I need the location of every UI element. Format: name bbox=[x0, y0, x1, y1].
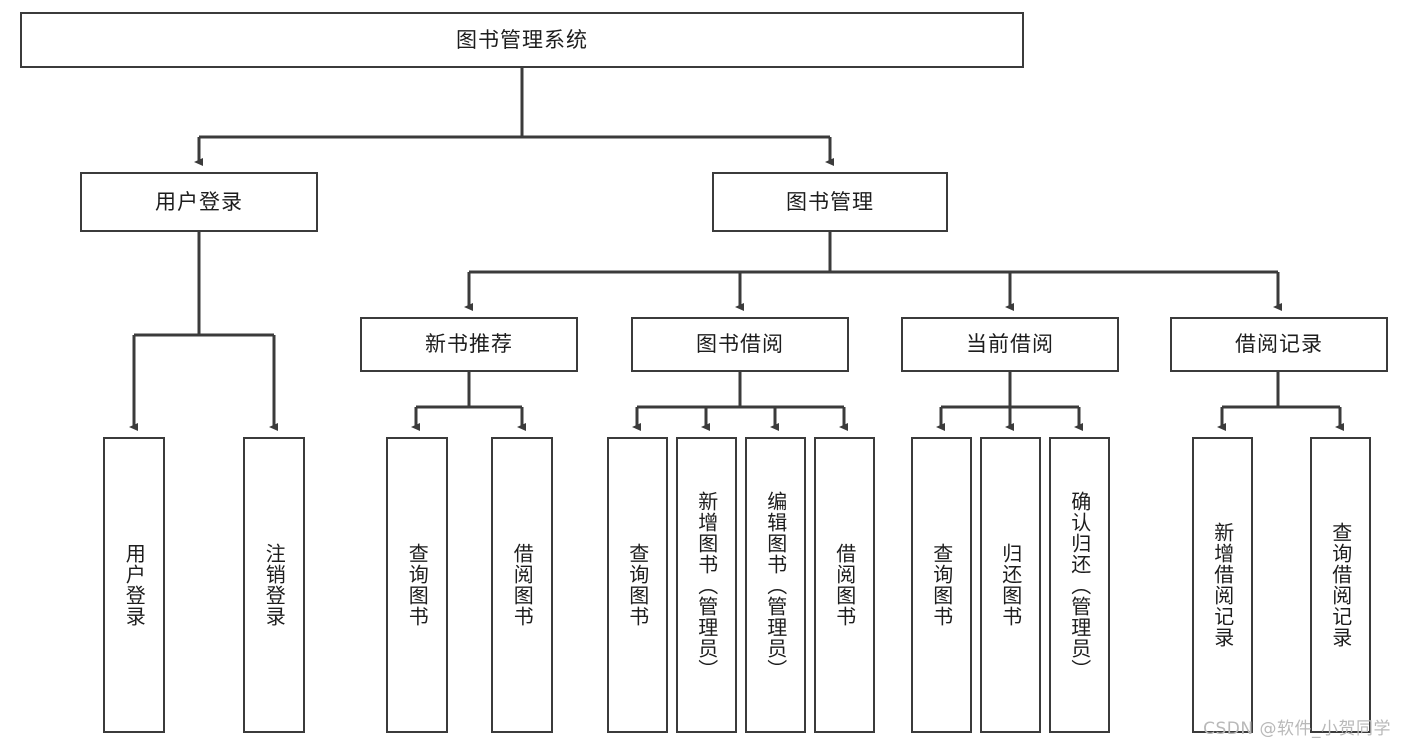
node-user-login[interactable]: 用户登录 bbox=[80, 172, 318, 232]
leaf-label: 编辑图书（管理员） bbox=[763, 490, 788, 680]
leaf-borrow-record-add[interactable]: 新增借阅记录 bbox=[1192, 437, 1253, 733]
leaf-label: 查询图书 bbox=[929, 543, 954, 627]
leaf-current-borrow-return[interactable]: 归还图书 bbox=[980, 437, 1041, 733]
watermark-text: CSDN @软件_小贺同学 bbox=[1203, 719, 1391, 739]
node-book-management[interactable]: 图书管理 bbox=[712, 172, 948, 232]
node-borrow-record[interactable]: 借阅记录 bbox=[1170, 317, 1388, 372]
leaf-book-borrow-borrow[interactable]: 借阅图书 bbox=[814, 437, 875, 733]
leaf-user-login-login[interactable]: 用户登录 bbox=[103, 437, 165, 733]
leaf-label: 注销登录 bbox=[262, 543, 287, 627]
leaf-label: 新增借阅记录 bbox=[1210, 522, 1235, 648]
leaf-label: 查询借阅记录 bbox=[1328, 522, 1353, 648]
leaf-user-login-logout[interactable]: 注销登录 bbox=[243, 437, 305, 733]
leaf-current-borrow-query[interactable]: 查询图书 bbox=[911, 437, 972, 733]
leaf-new-book-query[interactable]: 查询图书 bbox=[386, 437, 448, 733]
leaf-book-borrow-query[interactable]: 查询图书 bbox=[607, 437, 668, 733]
node-current-borrow[interactable]: 当前借阅 bbox=[901, 317, 1119, 372]
leaf-label: 用户登录 bbox=[122, 543, 147, 627]
leaf-current-borrow-confirm-return[interactable]: 确认归还（管理员） bbox=[1049, 437, 1110, 733]
leaf-book-borrow-edit[interactable]: 编辑图书（管理员） bbox=[745, 437, 806, 733]
leaf-label: 借阅图书 bbox=[832, 543, 857, 627]
leaf-label: 查询图书 bbox=[405, 543, 430, 627]
leaf-label: 借阅图书 bbox=[510, 543, 535, 627]
leaf-borrow-record-query[interactable]: 查询借阅记录 bbox=[1310, 437, 1371, 733]
leaf-new-book-borrow[interactable]: 借阅图书 bbox=[491, 437, 553, 733]
leaf-label: 确认归还（管理员） bbox=[1067, 490, 1092, 680]
leaf-label: 归还图书 bbox=[998, 543, 1023, 627]
node-new-book-recommend[interactable]: 新书推荐 bbox=[360, 317, 578, 372]
leaf-label: 查询图书 bbox=[625, 543, 650, 627]
leaf-label: 新增图书（管理员） bbox=[694, 490, 719, 680]
node-root-system[interactable]: 图书管理系统 bbox=[20, 12, 1024, 68]
leaf-book-borrow-add[interactable]: 新增图书（管理员） bbox=[676, 437, 737, 733]
node-book-borrow[interactable]: 图书借阅 bbox=[631, 317, 849, 372]
